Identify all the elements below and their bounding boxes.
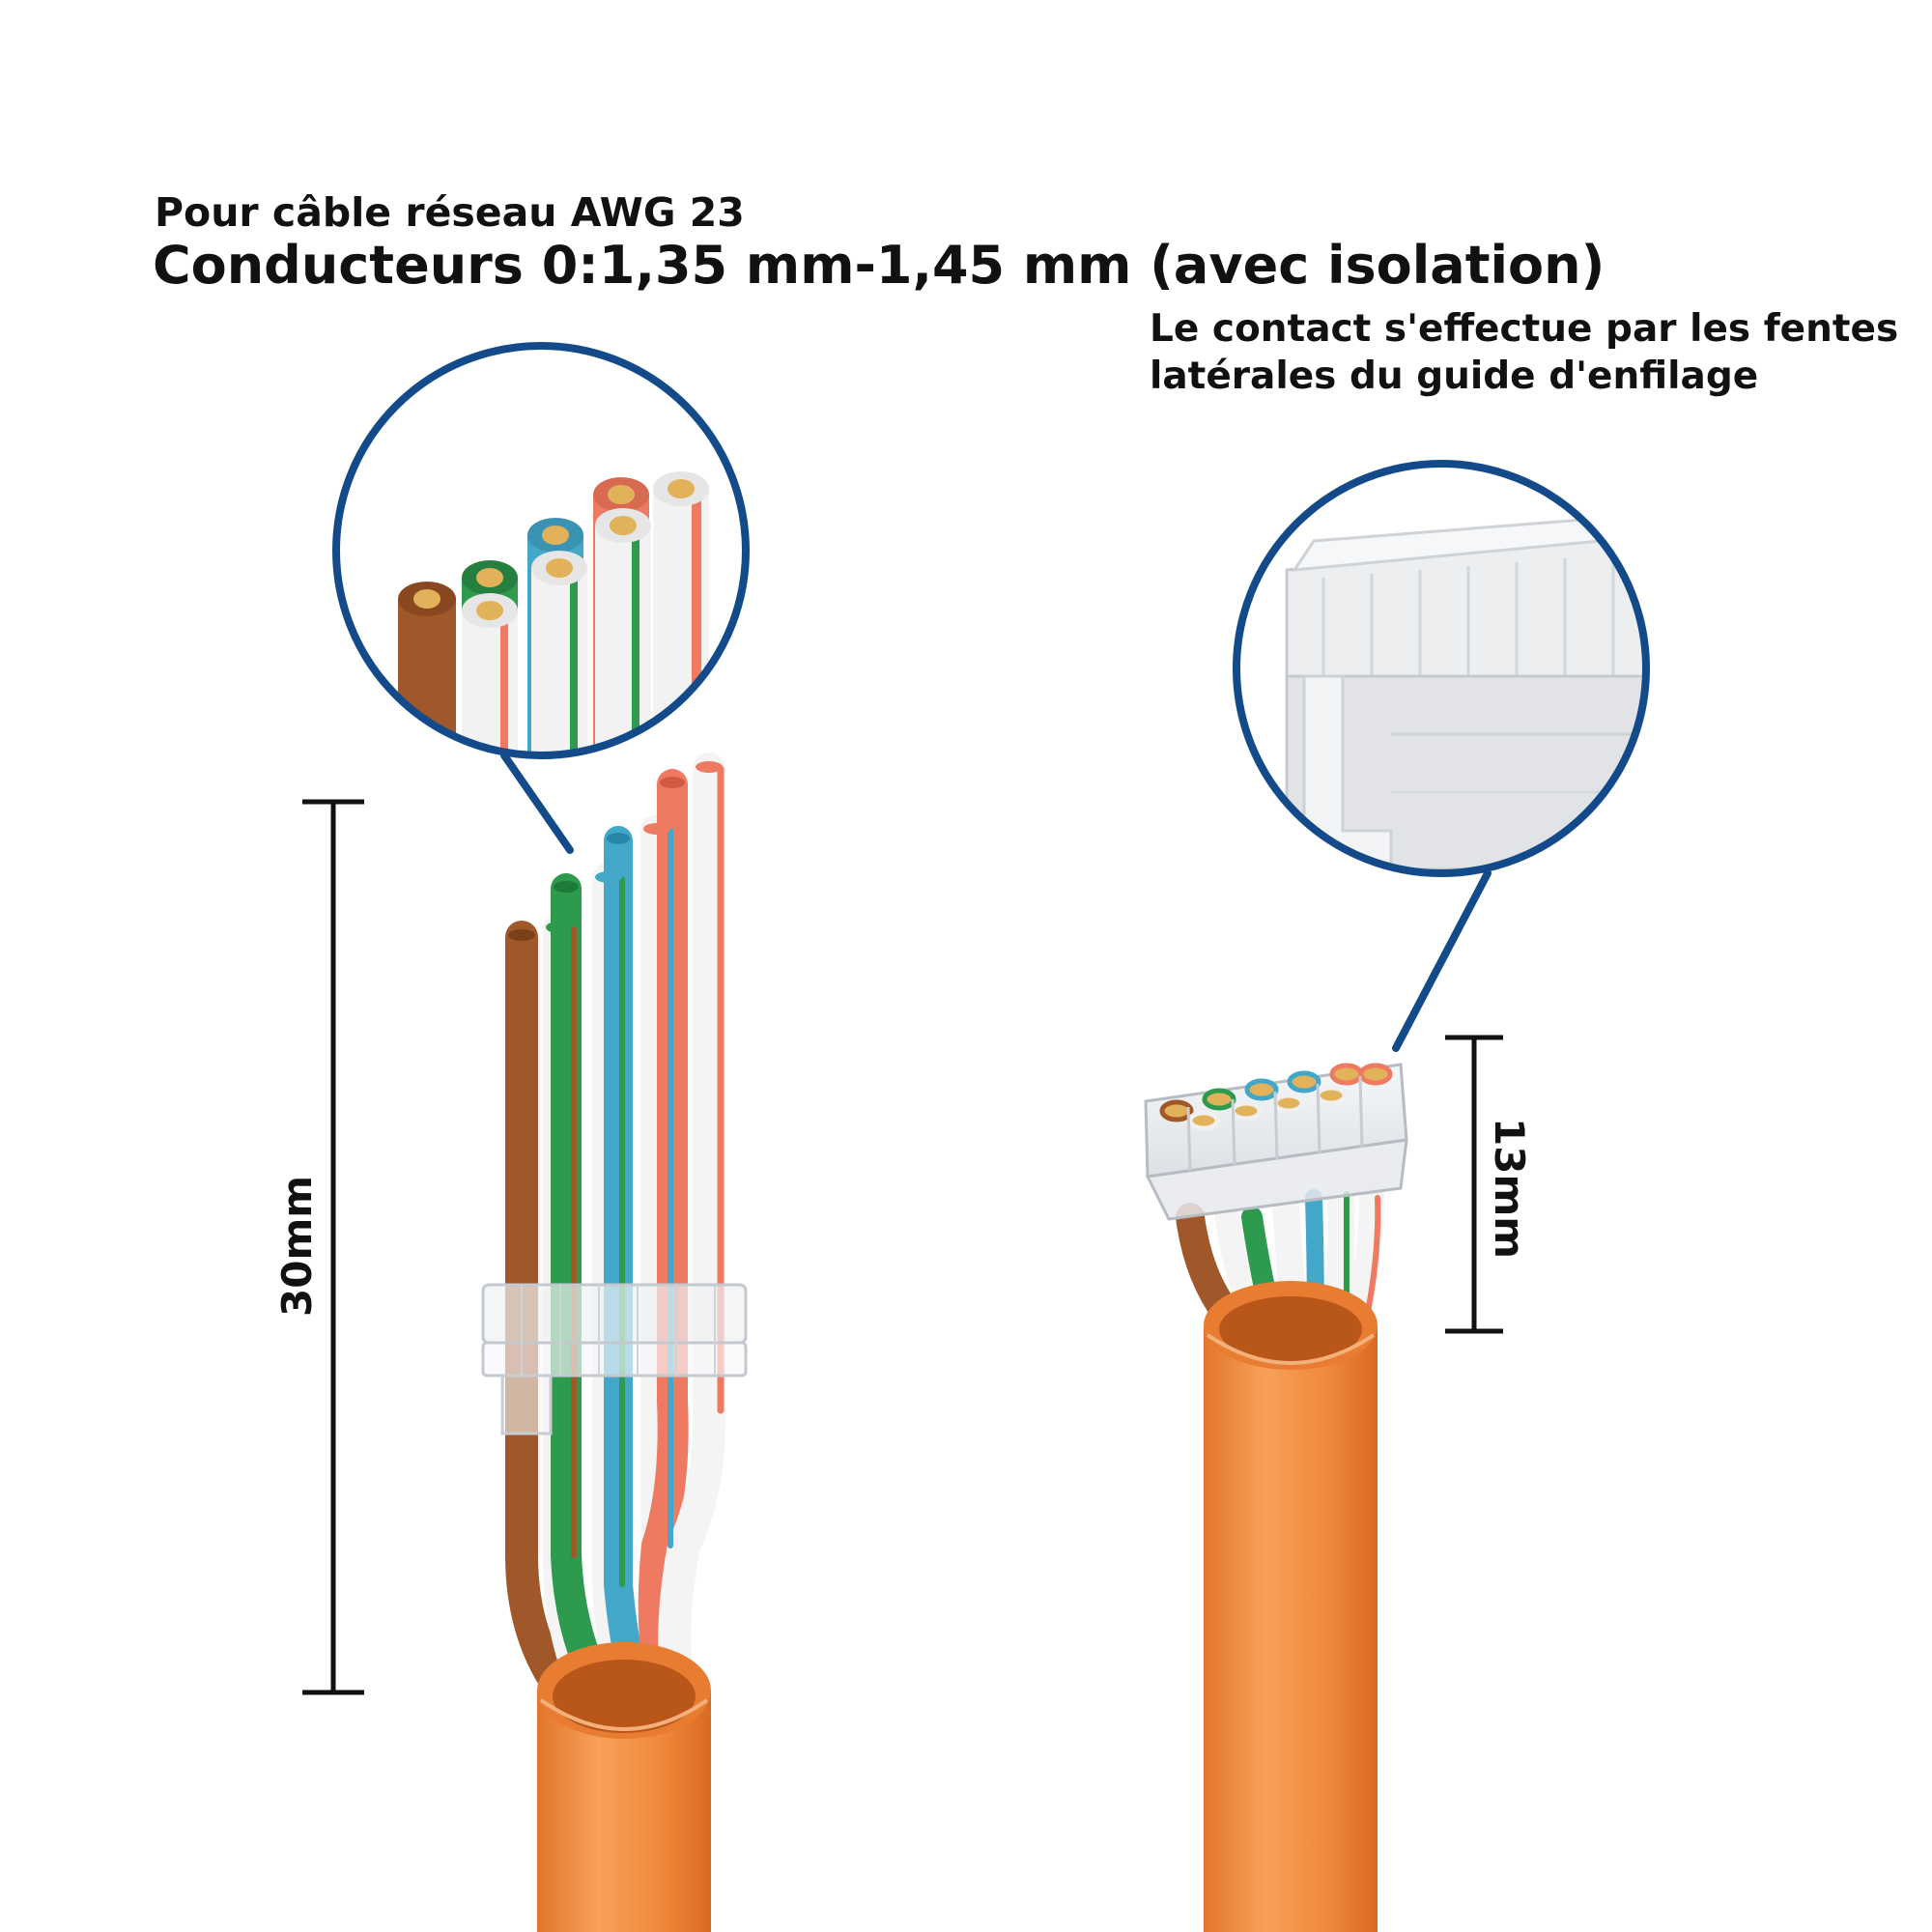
rj45-connector <box>1144 1063 1408 1221</box>
right-dimension <box>1445 1035 1503 1334</box>
left-dimension <box>302 799 364 1695</box>
left-threading-guide <box>481 1283 748 1435</box>
subtitle: Pour câble réseau AWG 23 <box>155 189 745 236</box>
left-wires <box>505 753 726 1717</box>
contact-note-line-2: latérales du guide d'enfilage <box>1150 355 1759 398</box>
left-cable: 30mm <box>273 753 748 1932</box>
contact-note-line-1: Le contact s'effectue par les fentes <box>1150 307 1899 351</box>
left-cable-jacket <box>537 1642 711 1932</box>
right-cable: 13mm <box>1144 1035 1533 1932</box>
dimension-label-left: 30mm <box>273 1176 321 1317</box>
page-title: Conducteurs 0:1,35 mm-1,45 mm (avec isol… <box>153 235 1605 296</box>
right-cable-jacket <box>1204 1281 1378 1932</box>
left-callout <box>332 342 750 854</box>
dimension-label-right: 13mm <box>1486 1118 1533 1259</box>
right-callout <box>1233 460 1650 1052</box>
